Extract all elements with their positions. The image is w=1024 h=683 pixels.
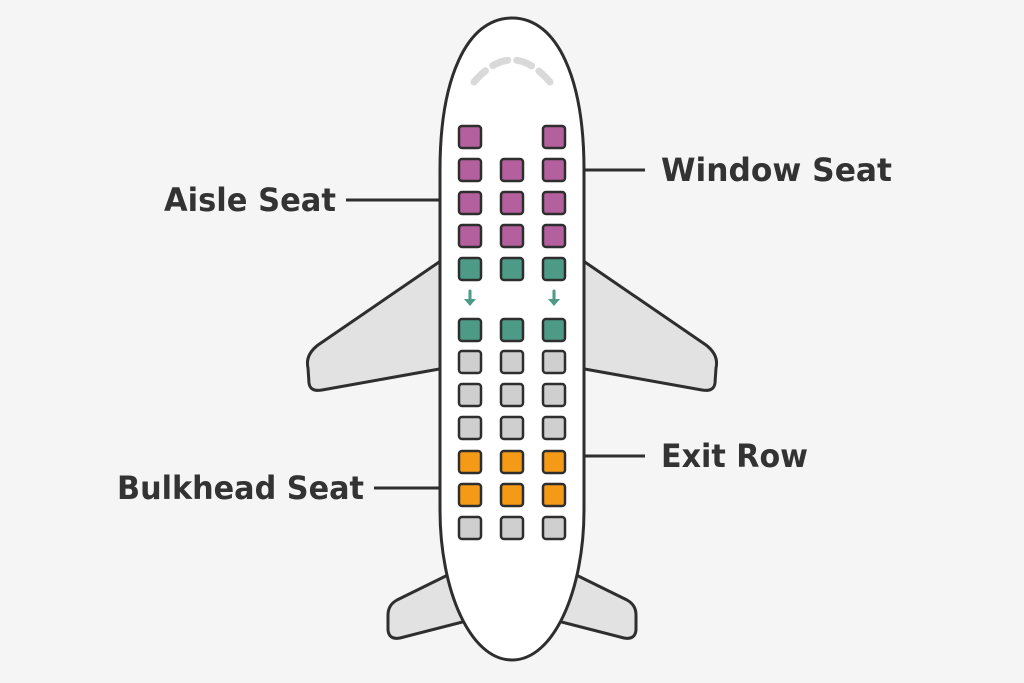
seat-green (541, 256, 567, 282)
seat-purple (457, 223, 483, 249)
seat-orange (541, 482, 567, 508)
seat-gray (499, 349, 525, 375)
seat-gray (457, 515, 483, 541)
seat-orange (457, 482, 483, 508)
seat-gray (541, 515, 567, 541)
seat-orange (499, 482, 525, 508)
seat-gray (541, 349, 567, 375)
exit-arrow-icon (548, 289, 560, 306)
seat-green (541, 317, 567, 343)
seat-purple (457, 190, 483, 216)
seat-gray (499, 415, 525, 441)
seat-green (499, 317, 525, 343)
left-wing (306, 256, 447, 392)
seat-purple (541, 124, 567, 150)
bulkhead-seat-label: Bulkhead Seat (117, 469, 364, 507)
seat-purple (457, 157, 483, 183)
exit-row-label: Exit Row (661, 437, 808, 475)
seat-orange (499, 449, 525, 475)
seat-purple (541, 190, 567, 216)
seat-purple (541, 157, 567, 183)
seat-grid (457, 124, 567, 541)
cockpit-windshield (470, 56, 554, 86)
seat-gray (541, 382, 567, 408)
seat-purple (541, 223, 567, 249)
seat-green (499, 256, 525, 282)
seat-gray (499, 515, 525, 541)
seat-gray (457, 349, 483, 375)
seat-green (457, 256, 483, 282)
window-seat-label: Window Seat (661, 151, 892, 189)
seat-gray (457, 382, 483, 408)
right-wing (577, 256, 718, 392)
aisle-seat-label: Aisle Seat (164, 181, 336, 219)
exit-arrow-icon (464, 289, 476, 306)
seat-gray (541, 415, 567, 441)
seat-purple (499, 190, 525, 216)
seat-purple (457, 124, 483, 150)
seat-green (457, 317, 483, 343)
seat-gray (499, 382, 525, 408)
seat-gray (457, 415, 483, 441)
seat-orange (457, 449, 483, 475)
seat-purple (499, 223, 525, 249)
seat-purple (499, 157, 525, 183)
seat-orange (541, 449, 567, 475)
